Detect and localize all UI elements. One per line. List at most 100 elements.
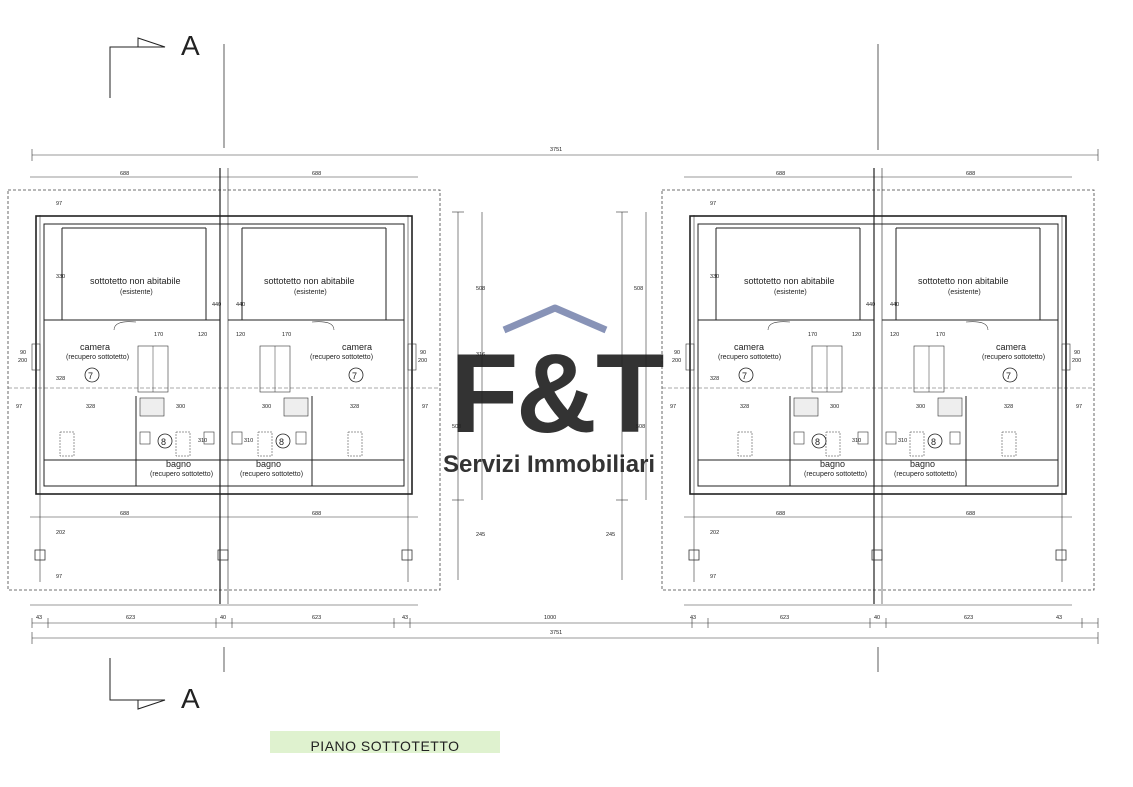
left-attic-1-sub: (esistente) [120,289,153,296]
left-bath-1-sub: (recupero sottotetto) [150,471,213,478]
right-dim-window-4: 200 [1072,358,1081,364]
dim-right-chain-1: 508 [476,286,485,292]
watermark-tagline: Servizi Immobiliari [443,451,655,478]
section-marker-top [109,37,166,98]
right-dim-stair-1: 300 [830,404,839,410]
dim-right-chain-4: 245 [476,532,485,538]
dim-lower-2: 623 [312,615,321,621]
right-bath-2-num: 8 [931,437,936,447]
left-dim-half-1: 688 [120,171,129,177]
left-dim-half-4: 688 [312,511,321,517]
section-marker-bottom [109,658,166,710]
right-dim-stair-2: 300 [916,404,925,410]
left-bath-2-sub: (recupero sottotetto) [240,471,303,478]
dim-right-chain-5: 508 [634,286,643,292]
left-bedroom-1: camera [80,342,110,352]
left-dim-h-3: 328 [350,404,359,410]
left-dim-window-1: 90 [20,350,26,356]
left-bedroom-2: camera [342,342,372,352]
right-dim-half-2: 688 [966,171,975,177]
left-dim-h-1: 97 [16,404,22,410]
right-dim-half-3: 688 [776,511,785,517]
right-bath-2-sub: (recupero sottotetto) [894,471,957,478]
watermark-letter-right: T [596,331,664,456]
right-dim-half-1: 688 [776,171,785,177]
right-dim-window-2: 200 [672,358,681,364]
left-dim-half-2: 688 [312,171,321,177]
left-dim-v-2: 330 [56,274,65,280]
left-attic-2: sottotetto non abitabile [264,276,355,286]
right-dim-v-2: 330 [710,274,719,280]
left-dim-window-4: 200 [418,358,427,364]
right-dim-stair-4: 120 [852,332,861,338]
dim-gap: 1000 [544,615,556,621]
roof-icon [502,304,608,334]
left-attic-2-sub: (esistente) [294,289,327,296]
section-cut-lines [223,44,879,672]
dim-total-top: 3751 [550,147,562,153]
left-dim-v-1: 97 [56,201,62,207]
dim-middle-1: 40 [220,615,226,621]
watermark-ampersand: & [516,331,597,456]
left-bedroom-1-num: 7 [88,371,93,381]
right-dim-stair-3: 170 [808,332,817,338]
right-attic-2: sottotetto non abitabile [918,276,1009,286]
right-dim-h-2: 328 [740,404,749,410]
right-bedroom-2-num: 7 [1006,371,1011,381]
dim-right-chain-3: 508 [452,424,461,430]
left-dim-v-7: 440 [236,302,245,308]
dim-total-bottom: 3751 [550,630,562,636]
right-dim-v-7: 440 [890,302,899,308]
right-dim-window-3: 90 [1074,350,1080,356]
right-dim-h-4: 97 [1076,404,1082,410]
right-bedroom-1-sub: (recupero sottotetto) [718,354,781,361]
right-bedroom-2: camera [996,342,1026,352]
left-dim-stair-2: 300 [262,404,271,410]
right-bath-1-num: 8 [815,437,820,447]
building-left: 688 688 688 688 90 200 90 200 97 328 300… [7,168,441,606]
dim-lower-4: 623 [964,615,973,621]
left-bedroom-2-sub: (recupero sottotetto) [310,354,373,361]
dim-right-chain-6: 508 [636,424,645,430]
right-dim-v-4: 202 [710,530,719,536]
right-dim-v-6: 440 [866,302,875,308]
right-attic-1-sub: (esistente) [774,289,807,296]
left-dim-stair-3: 170 [154,332,163,338]
left-dim-h-2: 328 [86,404,95,410]
dim-end-right: 43 [1056,615,1062,621]
left-bedroom-2-num: 7 [352,371,357,381]
right-dim-bath-1: 310 [852,438,861,444]
left-dim-v-5: 97 [56,574,62,580]
right-attic-1: sottotetto non abitabile [744,276,835,286]
right-dim-half-4: 688 [966,511,975,517]
dim-right-chain-2: 316 [476,352,485,358]
left-dim-bath-1: 310 [198,438,207,444]
left-dim-stair-6: 170 [282,332,291,338]
left-dim-half-3: 688 [120,511,129,517]
right-bath-1-sub: (recupero sottotetto) [804,471,867,478]
middle-vertical-chains [452,211,647,580]
left-attic-1: sottotetto non abitabile [90,276,181,286]
left-bath-2-num: 8 [279,437,284,447]
dim-end-left: 43 [36,615,42,621]
overall-dimension-lines [31,149,1099,644]
section-label-bottom: A [181,683,200,714]
right-dim-v-1: 97 [710,201,716,207]
dim-end-mid-right: 43 [690,615,696,621]
right-dim-stair-5: 120 [890,332,899,338]
right-dim-h-1: 97 [670,404,676,410]
left-dim-stair-1: 300 [176,404,185,410]
right-bath-1: bagno [820,459,845,469]
watermark-letter-left: F [450,331,518,456]
section-label-top: A [181,30,200,61]
left-dim-v-3: 328 [56,376,65,382]
left-dim-stair-5: 120 [236,332,245,338]
dim-end-mid-left: 43 [402,615,408,621]
left-dim-h-4: 97 [422,404,428,410]
dim-middle-2: 40 [874,615,880,621]
left-dim-window-3: 90 [420,350,426,356]
right-dim-h-3: 328 [1004,404,1013,410]
left-dim-stair-4: 120 [198,332,207,338]
